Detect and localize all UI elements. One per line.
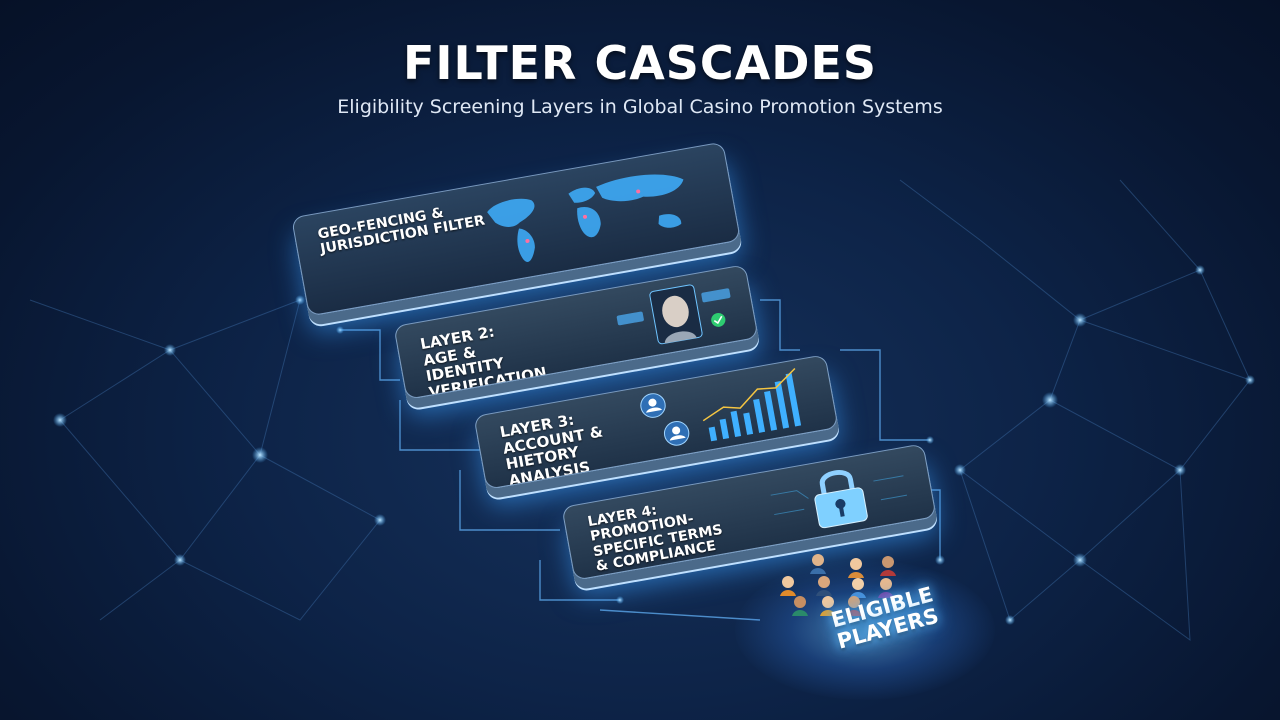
filter-layer-geo-fencing: GEO-FENCING & JURISDICTION FILTER <box>291 141 741 317</box>
world-map-icon <box>487 174 684 262</box>
padlock-icon <box>770 470 908 529</box>
filter-layer-promotion-terms: LAYER 4: PROMOTION- SPECIFIC TERMS & COM… <box>561 443 937 581</box>
filter-layer-account-history: LAYER 3: ACCOUNT & HIETORY ANALYSIS <box>473 354 839 490</box>
players-group-icon <box>780 554 896 616</box>
page-subtitle: Eligibility Screening Layers in Global C… <box>337 96 943 118</box>
bar-chart-icon <box>640 368 802 446</box>
page-title: FILTER CASCADES <box>402 36 878 90</box>
face-scan-icon <box>616 284 731 345</box>
eligible-glow <box>735 560 995 700</box>
layer-label: GEO-FENCING & JURISDICTION FILTER <box>316 199 487 258</box>
filter-layer-age-identity: LAYER 2: AGE & IDENTITY VERIFICATION <box>393 264 759 400</box>
